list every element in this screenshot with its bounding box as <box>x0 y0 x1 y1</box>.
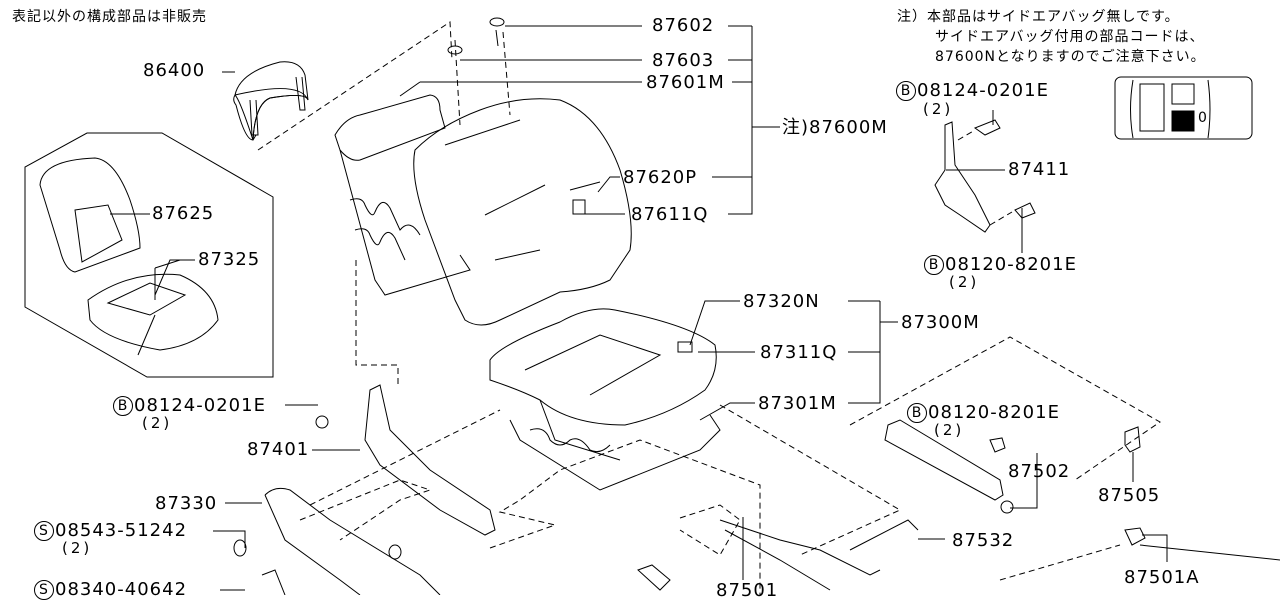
part-87502[interactable]: 87502 <box>1008 461 1071 482</box>
seatback-illustration <box>334 17 632 385</box>
part-87300M[interactable]: 87300M <box>901 312 980 333</box>
fastener-code: 08340-40642 <box>55 579 188 600</box>
part-87625[interactable]: 87625 <box>152 203 215 224</box>
part-87505[interactable]: 87505 <box>1098 485 1161 506</box>
fastener-code: 08124-0201E <box>917 80 1049 101</box>
note-airbag-line1: 注）本部品はサイドエアバッグ無しです。 <box>897 9 1180 25</box>
seat-rails-illustration <box>233 336 1280 595</box>
seat-position-diagram-icon <box>1114 76 1253 140</box>
part-86400[interactable]: 86400 <box>143 60 206 81</box>
fastener-qty: (2) <box>62 539 93 557</box>
part-87301M[interactable]: 87301M <box>758 393 837 414</box>
part-87401[interactable]: 87401 <box>247 439 310 460</box>
part-87532[interactable]: 87532 <box>952 530 1015 551</box>
part-87325[interactable]: 87325 <box>198 249 261 270</box>
bolt-symbol-icon: B <box>113 396 133 416</box>
leader-lines <box>110 25 1168 591</box>
part-87330[interactable]: 87330 <box>155 493 218 514</box>
part-87501A[interactable]: 87501A <box>1124 567 1200 588</box>
hinge-illustration <box>934 119 1036 233</box>
part-87411[interactable]: 87411 <box>1008 159 1071 180</box>
fastener-qty: (2) <box>923 100 954 118</box>
seat-cushion-illustration <box>489 308 721 491</box>
screw-symbol-icon: S <box>34 580 54 600</box>
part-87611Q[interactable]: 87611Q <box>631 204 709 225</box>
part-87602[interactable]: 87602 <box>652 15 715 36</box>
part-87311Q[interactable]: 87311Q <box>760 342 838 363</box>
fastener-qty: (2) <box>949 273 980 291</box>
bolt-symbol-icon: B <box>907 403 927 423</box>
indicator-mark: 0 <box>1198 110 1208 126</box>
part-87601M[interactable]: 87601M <box>646 72 725 93</box>
note-non-sale: 表記以外の構成部品は非販売 <box>12 9 207 25</box>
part-87600M[interactable]: 注)87600M <box>782 117 888 138</box>
fastener-qty: (2) <box>934 421 965 439</box>
note-airbag-line3: 87600Nとなりますのでご注意下さい。 <box>935 49 1206 65</box>
part-87320N[interactable]: 87320N <box>743 291 820 312</box>
screw-symbol-icon: S <box>34 521 54 541</box>
fastener-qty: (2) <box>142 414 173 432</box>
part-87501[interactable]: 87501 <box>716 580 779 601</box>
fastener-code: 08124-0201E <box>134 395 266 416</box>
fastener-code: 08120-8201E <box>928 402 1060 423</box>
headrest-illustration <box>222 21 453 151</box>
part-87620P[interactable]: 87620P <box>623 167 698 188</box>
fastener-code: 08543-51242 <box>55 520 188 541</box>
bolt-symbol-icon: B <box>896 81 916 101</box>
part-87603[interactable]: 87603 <box>652 50 715 71</box>
note-airbag-line2: サイドエアバッグ付用の部品コードは、 <box>935 29 1205 45</box>
bolt-symbol-icon: B <box>924 255 944 275</box>
fastener-code: 08120-8201E <box>945 254 1077 275</box>
